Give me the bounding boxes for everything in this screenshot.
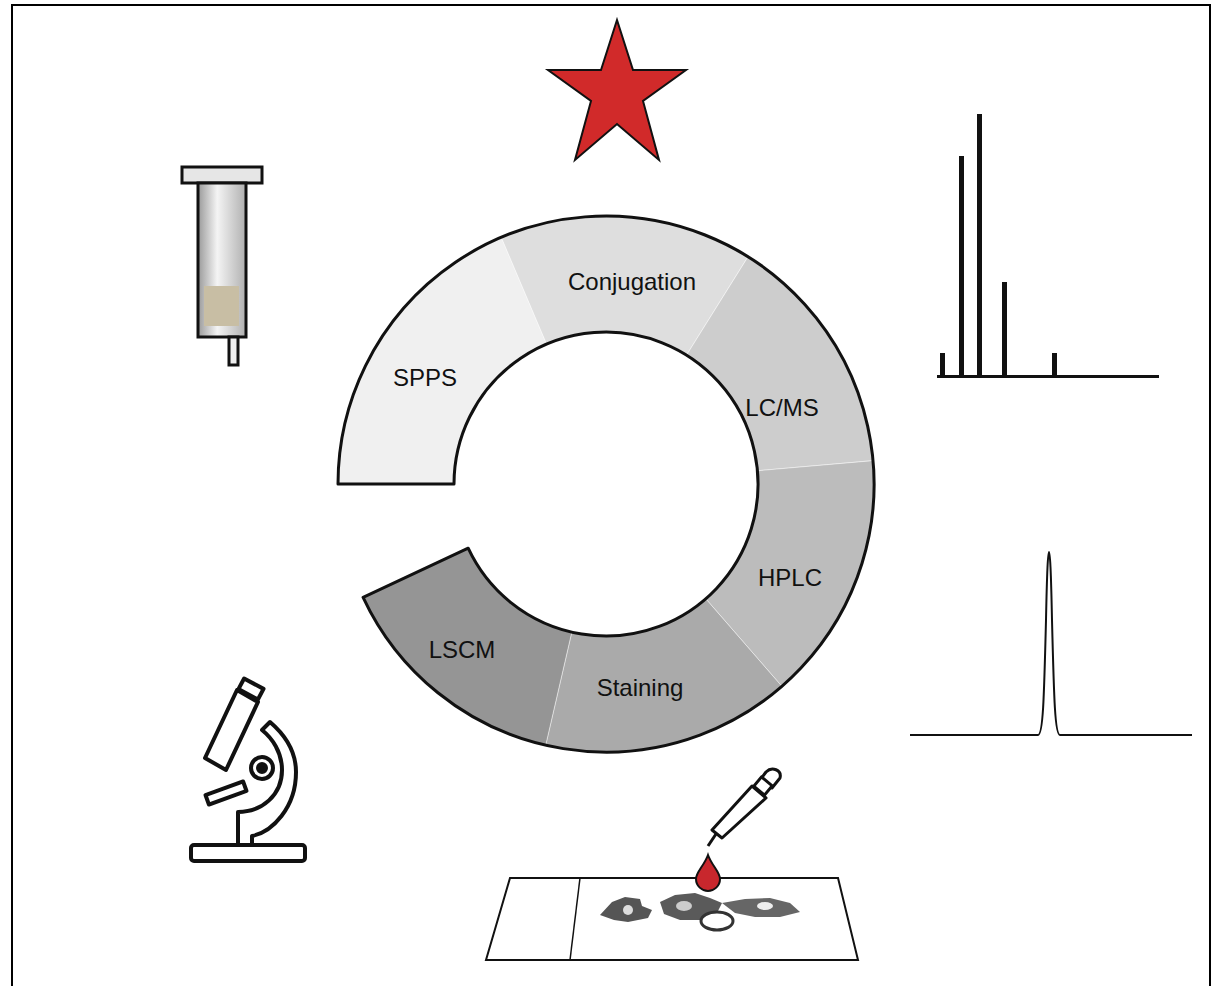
column-symbol <box>182 167 262 365</box>
segment-label: LSCM <box>429 636 496 664</box>
ring-segment: LSCM <box>363 548 572 746</box>
segment-fill <box>546 599 782 752</box>
segment-fill <box>363 548 572 745</box>
chromatogram <box>910 552 1192 735</box>
segment-label: HPLC <box>758 564 822 592</box>
ring-segment: Staining <box>545 598 782 752</box>
segment-label: SPPS <box>393 364 457 392</box>
microscope-symbol <box>191 679 305 861</box>
ring-segment: LC/MS <box>686 256 873 471</box>
segment-shape <box>338 237 547 485</box>
segment-label: Staining <box>597 674 684 702</box>
star-symbol <box>548 20 686 160</box>
pipette-symbol <box>708 769 780 846</box>
stained-slide <box>486 878 858 960</box>
mass-spectrum <box>937 114 1159 378</box>
segment-label: Conjugation <box>568 268 696 296</box>
segment-fill <box>338 237 547 484</box>
drop-symbol <box>696 855 720 891</box>
frame <box>12 5 1210 986</box>
segment-fill <box>687 257 873 471</box>
segment-shape <box>686 256 873 471</box>
ring-segment: SPPS <box>338 237 547 485</box>
segment-label: LC/MS <box>745 394 818 422</box>
